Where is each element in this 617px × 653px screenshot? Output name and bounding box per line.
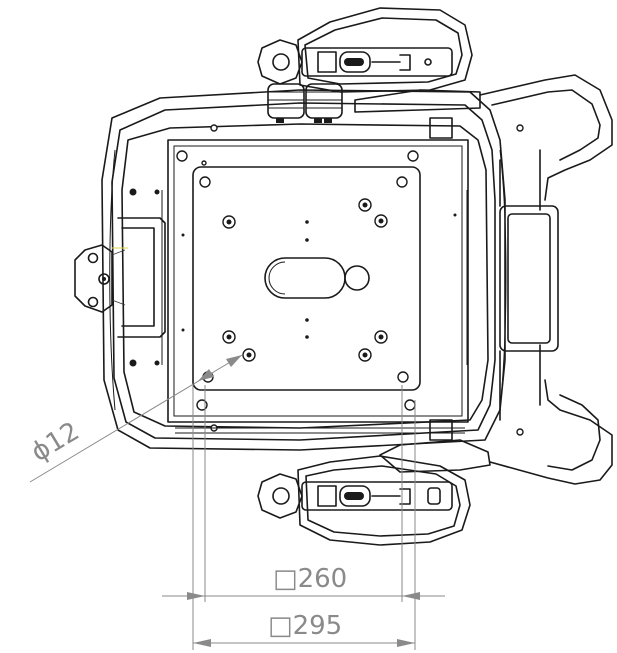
bottom-lever-assembly bbox=[257, 419, 491, 546]
outer-square-dimension: □295 bbox=[192, 385, 416, 650]
bolt-pattern bbox=[222, 198, 388, 362]
top-lever-assembly bbox=[257, 7, 481, 139]
mounting-plate bbox=[161, 139, 469, 434]
svg-text:ϕ12: ϕ12 bbox=[26, 416, 85, 468]
right-side-frame bbox=[479, 74, 613, 485]
seat-body bbox=[101, 89, 507, 451]
inner-square-dimension: □260 bbox=[162, 385, 445, 602]
svg-text:□295: □295 bbox=[268, 611, 342, 641]
square-symbol: □ bbox=[268, 611, 293, 641]
outer-square-value: 295 bbox=[293, 611, 343, 641]
hole-diameter-callout: ϕ12 bbox=[26, 354, 243, 483]
inner-square-value: 260 bbox=[298, 564, 348, 594]
svg-text:□260: □260 bbox=[273, 564, 347, 594]
left-handle bbox=[74, 217, 166, 338]
square-symbol: □ bbox=[273, 564, 298, 594]
center-slot bbox=[264, 257, 370, 299]
